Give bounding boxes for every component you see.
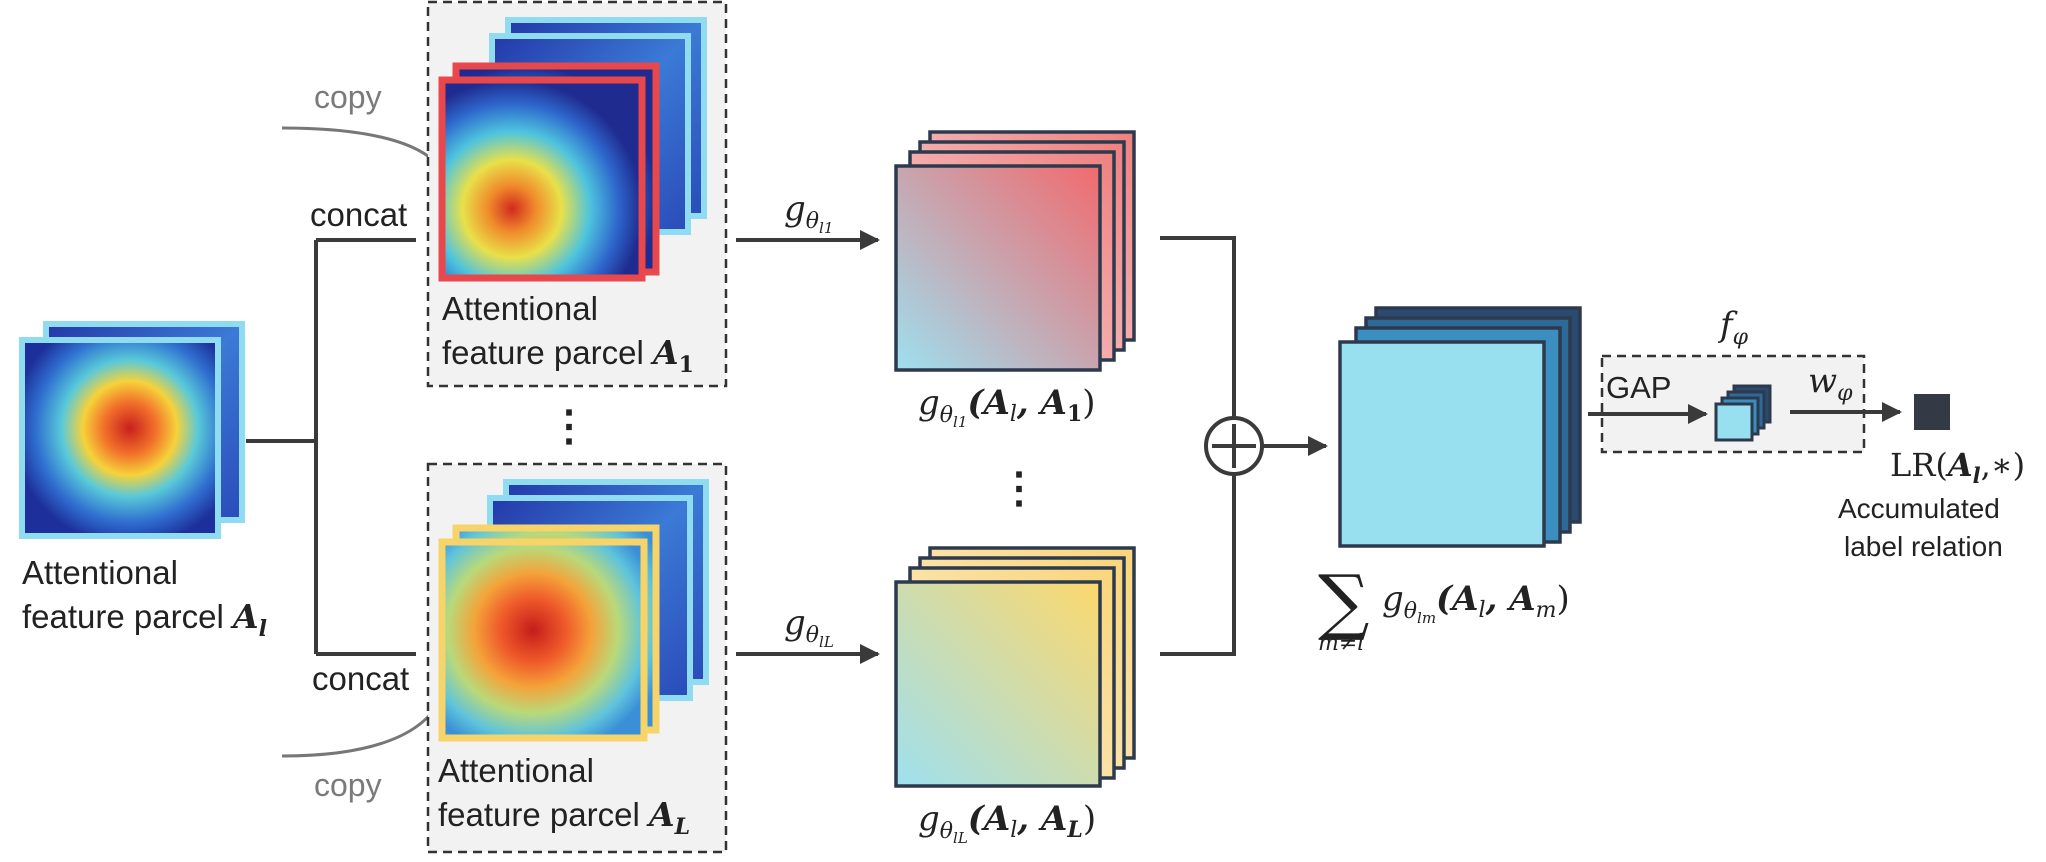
- input-caption-line1: Attentional: [22, 554, 178, 591]
- g-top-output-stack: [894, 130, 1136, 372]
- sum-output-label: ∑ m≠l gθlm(Al, Am): [1318, 559, 1570, 656]
- g-top-output-label: gθl1(Al, A1): [918, 383, 1096, 431]
- input-parcel: [19, 321, 245, 539]
- g-top-arrow-label: gθl1: [784, 189, 833, 237]
- parcel-bottom-stack: [438, 479, 709, 742]
- lr-label: LR(Al,∗): [1890, 446, 2025, 488]
- accumulated-line1: Accumulated: [1838, 493, 2000, 524]
- concat-top-label: concat: [310, 196, 407, 233]
- w-phi-label: wφ: [1808, 361, 1853, 406]
- sigma-under: m≠l: [1318, 631, 1364, 656]
- f-phi-label: fφ: [1717, 305, 1749, 350]
- parcel-top-caption-line2: feature parcel A1: [442, 333, 694, 378]
- copy-bottom-arrow: [281, 698, 442, 758]
- gap-feature-stack: [1714, 384, 1772, 442]
- parcel-bottom-caption-line1: Attentional: [438, 752, 594, 789]
- copy-bottom-label: copy: [314, 767, 382, 803]
- parcel-top-stack: [438, 17, 707, 282]
- sum-term: gθlm(Al, Am): [1382, 579, 1570, 627]
- parcel-bottom-caption-line2: feature parcel AL: [438, 795, 690, 840]
- parcel-ellipsis: ⋮: [548, 401, 590, 450]
- input-connector: [246, 238, 416, 656]
- output-square: [1914, 394, 1950, 430]
- g-output-ellipsis: ⋮: [998, 463, 1040, 512]
- concat-bottom-label: concat: [312, 660, 409, 697]
- sum-output-stack: [1338, 306, 1582, 548]
- gap-label: GAP: [1606, 370, 1671, 405]
- input-caption-line2: feature parcel Al: [22, 597, 267, 642]
- g-bottom-output-label: gθlL(Al, AL): [918, 799, 1096, 847]
- accumulated-line2: label relation: [1844, 531, 2003, 562]
- plus-circle-icon: [1204, 416, 1264, 476]
- copy-top-label: copy: [314, 79, 382, 115]
- g-bottom-arrow-label: gθlL: [784, 603, 834, 651]
- sigma-symbol: ∑: [1318, 559, 1369, 643]
- g-bottom-output-stack: [894, 546, 1136, 788]
- copy-top-arrow: [281, 126, 442, 170]
- parcel-top-caption-line1: Attentional: [442, 290, 598, 327]
